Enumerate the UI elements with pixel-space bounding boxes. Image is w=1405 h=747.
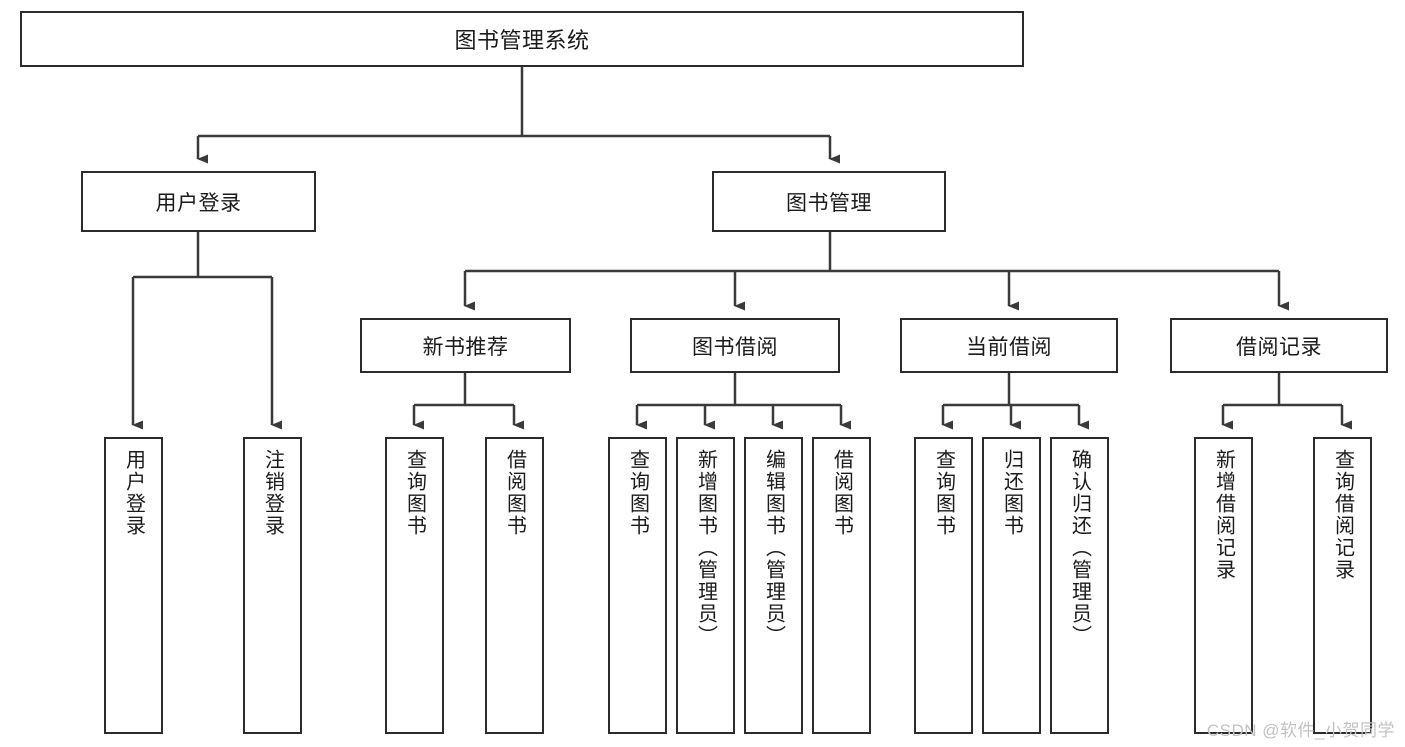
leaf-new-book-borrow-book[interactable]: 借阅图书 xyxy=(485,437,544,734)
node-label: 当前借阅 xyxy=(966,335,1052,359)
node-label: 借阅记录 xyxy=(1236,335,1322,359)
node-label: 确认归还（管理员） xyxy=(1068,449,1091,647)
leaf-user-login-login[interactable]: 用户登录 xyxy=(104,437,163,734)
node-label: 注销登录 xyxy=(261,449,284,537)
node-label: 新增图书（管理员） xyxy=(694,449,717,647)
node-label: 查询借阅记录 xyxy=(1331,449,1354,581)
node-label: 归还图书 xyxy=(1000,449,1023,537)
leaf-borrow-record-add-record[interactable]: 新增借阅记录 xyxy=(1194,437,1253,734)
node-label: 新书推荐 xyxy=(422,335,509,359)
node-current-borrow[interactable]: 当前借阅 xyxy=(900,318,1118,373)
node-label: 查询图书 xyxy=(626,449,649,537)
node-book-management[interactable]: 图书管理 xyxy=(712,171,946,232)
leaf-book-borrow-add-book-admin[interactable]: 新增图书（管理员） xyxy=(676,437,735,734)
node-label: 编辑图书（管理员） xyxy=(762,449,785,647)
leaf-current-borrow-query-book[interactable]: 查询图书 xyxy=(914,437,973,734)
node-label: 查询图书 xyxy=(403,449,426,537)
leaf-new-book-query-book[interactable]: 查询图书 xyxy=(385,437,444,734)
node-label: 新增借阅记录 xyxy=(1212,449,1235,581)
leaf-book-borrow-query-book[interactable]: 查询图书 xyxy=(608,437,667,734)
leaf-book-borrow-edit-book-admin[interactable]: 编辑图书（管理员） xyxy=(744,437,803,734)
node-label: 借阅图书 xyxy=(830,449,853,537)
node-borrow-record[interactable]: 借阅记录 xyxy=(1170,318,1388,373)
node-user-login[interactable]: 用户登录 xyxy=(81,171,316,232)
leaf-borrow-record-query-record[interactable]: 查询借阅记录 xyxy=(1313,437,1372,734)
node-label: 查询图书 xyxy=(932,449,955,537)
csdn-watermark: CSDN @软件_小贺同学 xyxy=(1206,721,1395,740)
node-label: 用户登录 xyxy=(155,191,242,215)
node-root-book-management-system[interactable]: 图书管理系统 xyxy=(20,11,1024,67)
node-new-book-recommend[interactable]: 新书推荐 xyxy=(360,318,571,373)
leaf-user-login-logout[interactable]: 注销登录 xyxy=(243,437,302,734)
node-label: 借阅图书 xyxy=(503,449,526,537)
node-label: 用户登录 xyxy=(122,449,145,537)
leaf-current-borrow-confirm-return-admin[interactable]: 确认归还（管理员） xyxy=(1050,437,1109,734)
leaf-current-borrow-return-book[interactable]: 归还图书 xyxy=(982,437,1041,734)
node-book-borrow[interactable]: 图书借阅 xyxy=(630,318,840,373)
node-label: 图书管理系统 xyxy=(454,28,590,53)
node-label: 图书借阅 xyxy=(692,335,778,359)
node-label: 图书管理 xyxy=(786,191,872,215)
leaf-book-borrow-borrow-book[interactable]: 借阅图书 xyxy=(812,437,871,734)
